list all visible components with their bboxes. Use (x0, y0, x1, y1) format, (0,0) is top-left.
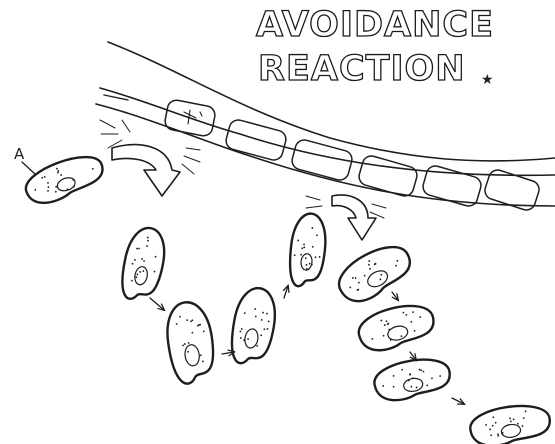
impact-line (100, 120, 115, 128)
organisms (21, 149, 553, 444)
filament-cell (357, 154, 419, 198)
organism (163, 299, 218, 385)
organism-body (227, 285, 280, 368)
impact-line (186, 148, 200, 150)
filament-cell (224, 118, 288, 162)
impact-line (122, 120, 130, 132)
path-arrow (452, 398, 464, 404)
title-star: ★ (481, 72, 494, 88)
path-arrow (392, 292, 398, 300)
organism (117, 224, 169, 304)
organism (372, 354, 453, 403)
filament-top-wall (100, 88, 555, 175)
organism-label-a: A (14, 145, 25, 163)
impact-line (306, 206, 322, 208)
path-arrow (150, 298, 164, 310)
reversal-arrow-right (332, 195, 376, 240)
organism-a (21, 149, 108, 209)
impact-line (306, 196, 320, 200)
organism-body (287, 212, 328, 289)
title-line-2: REACTION (258, 49, 466, 89)
organism (332, 237, 418, 308)
path-arrow (410, 352, 416, 360)
title-line-1: AVOIDANCE (256, 5, 494, 45)
organism-body (117, 224, 169, 304)
label-leader-line (22, 162, 35, 174)
organism (227, 285, 280, 368)
impact-line (184, 156, 200, 162)
organism (468, 401, 552, 444)
impact-line (370, 212, 384, 218)
impact-line (182, 164, 194, 174)
organism-body (163, 299, 218, 385)
organism (287, 212, 328, 289)
organism (355, 299, 438, 355)
reversal-arrow-left (112, 145, 180, 196)
impact-line (372, 204, 386, 208)
path-arrow (284, 286, 288, 298)
